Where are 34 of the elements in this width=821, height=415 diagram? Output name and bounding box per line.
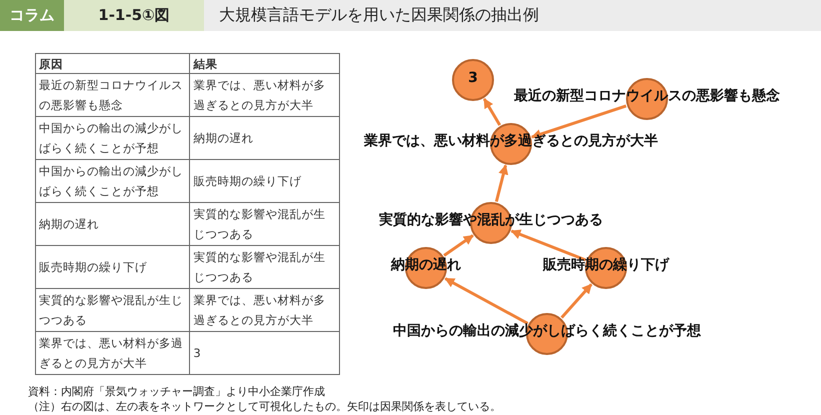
- arrow: [510, 230, 586, 262]
- node-label: 最近の新型コロナウイルスの悪影響も懸念: [514, 87, 780, 105]
- title-bar: 大規模言語モデルを用いた因果関係の抽出例: [204, 0, 821, 31]
- table-cell: 販売時期の繰り下げ: [36, 246, 190, 288]
- arrow: [560, 283, 592, 319]
- arrow: [494, 164, 508, 202]
- note-text: （注）右の図は、左の表をネットワークとして可視化したもの。矢印は因果関係を表している。: [28, 399, 501, 414]
- source-note: 資料：内閣府「景気ウォッチャー調査」より中小企業庁作成: [28, 384, 325, 399]
- table-cell: 業界では、悪い材料が多過ぎるとの見方が大半: [190, 74, 340, 116]
- table-cell: 3: [190, 332, 340, 374]
- table-cell: 中国からの輸出の減少がしばらく続くことが予想: [36, 116, 190, 160]
- arrow: [482, 98, 502, 126]
- arrow: [444, 277, 528, 325]
- table-cell: 実質的な影響や混乱が生じつつある: [190, 246, 340, 288]
- table-cell: 納期の遅れ: [190, 116, 340, 160]
- table-cell: 業界では、悪い材料が多過ぎるとの見方が大半: [190, 288, 340, 332]
- node-label: 販売時期の繰り下げ: [543, 256, 669, 274]
- column-tag: コラム: [0, 0, 64, 31]
- table-cell: 中国からの輸出の減少がしばらく続くことが予想: [36, 160, 190, 202]
- table-cell: 業界では、悪い材料が多過ぎるとの見方が大半: [36, 332, 190, 374]
- table-cell: 納期の遅れ: [36, 202, 190, 246]
- table-cell: 実質的な影響や混乱が生じつつある: [190, 202, 340, 246]
- header-cell: 原因: [36, 54, 190, 74]
- table-cell: 販売時期の繰り下げ: [190, 160, 340, 202]
- node-circle: [452, 59, 494, 101]
- node-label: 納期の遅れ: [391, 256, 461, 274]
- arrow: [443, 234, 474, 257]
- header-cell: 結果: [190, 54, 340, 74]
- table-cell: 実質的な影響や混乱が生じつつある: [36, 288, 190, 332]
- figure-number: 1-1-5①図: [64, 0, 204, 31]
- node-label: 3: [468, 70, 478, 86]
- table-cell: 最近の新型コロナウイルスの悪影響も懸念: [36, 74, 190, 116]
- node-label: 業界では、悪い材料が多過ぎるとの見方が大半: [364, 132, 658, 150]
- arrow: [530, 104, 627, 139]
